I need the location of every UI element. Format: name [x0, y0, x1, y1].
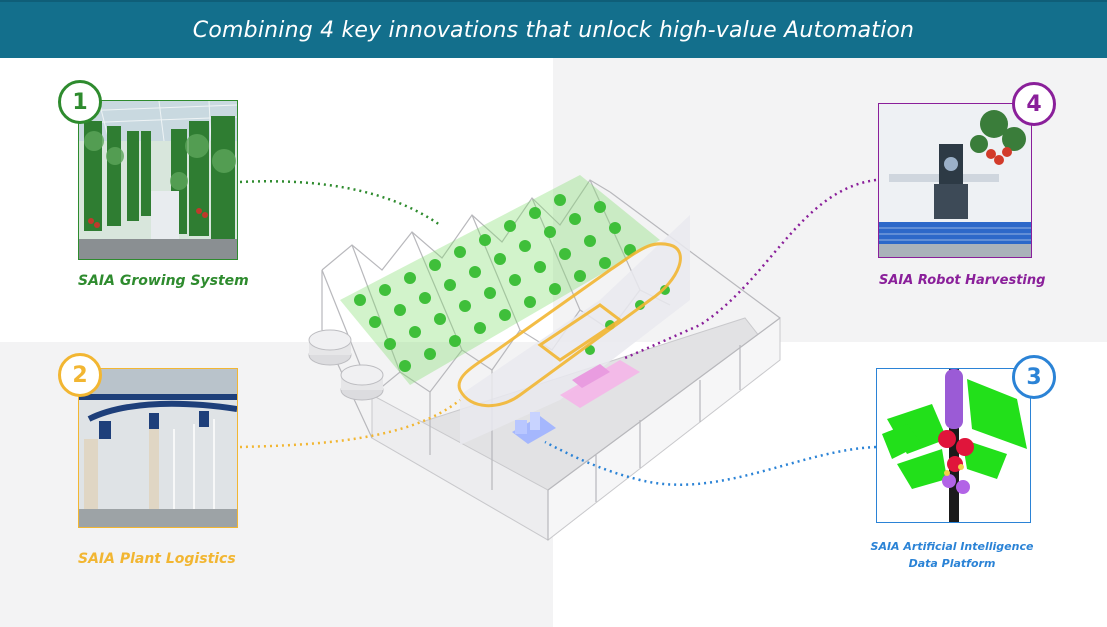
partition-wall [460, 215, 690, 445]
growing-system-photo [78, 100, 238, 260]
robot-harvesting-photo [878, 103, 1032, 258]
badge-1: 1 [58, 80, 102, 124]
label-robot-harvesting: SAIA Robot Harvesting [879, 273, 1046, 288]
label-ai-line2: Data Platform [908, 557, 996, 570]
greenhouse-illustration [239, 175, 877, 542]
label-ai-line1: SAIA Artificial Intelligence [870, 540, 1034, 553]
logistics-track [457, 242, 682, 408]
connector-ai [544, 440, 877, 486]
label-ai-data-platform: SAIA Artificial Intelligence Data Platfo… [842, 538, 1062, 572]
title-banner: Combining 4 key innovations that unlock … [0, 0, 1107, 58]
badge-4: 4 [1012, 82, 1056, 126]
connector-logistics [239, 399, 461, 449]
storage-tanks [308, 329, 384, 401]
connector-growing [239, 180, 441, 227]
ai-data-platform-photo [876, 368, 1031, 523]
banner-title: Combining 4 key innovations that unlock … [192, 17, 915, 43]
harvest-robot-area [560, 360, 640, 408]
badge-2: 2 [58, 353, 102, 397]
plant-canopy [340, 175, 670, 385]
data-platform-unit [512, 412, 556, 444]
label-growing-system: SAIA Growing System [78, 273, 249, 289]
badge-3: 3 [1012, 355, 1056, 399]
plant-logistics-photo [78, 368, 238, 528]
label-plant-logistics: SAIA Plant Logistics [78, 551, 236, 567]
